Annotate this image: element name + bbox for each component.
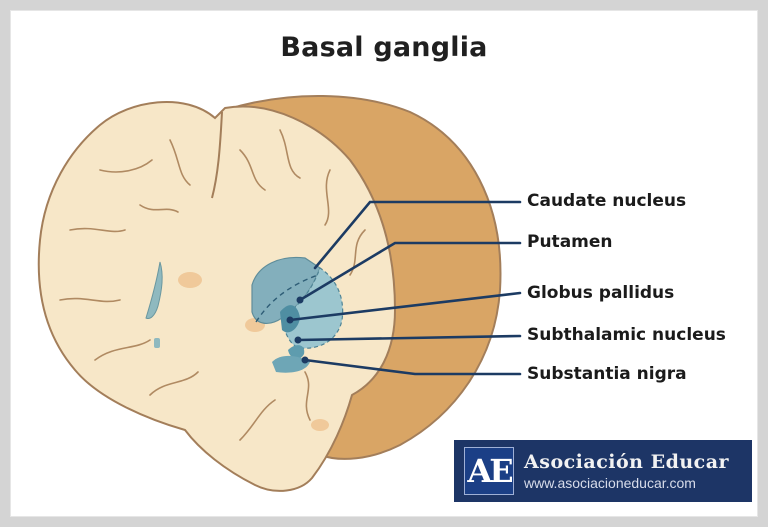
insula-hint (311, 419, 329, 431)
label-globus-pallidus: Globus pallidus (527, 283, 674, 303)
label-caudate-nucleus: Caudate nucleus (527, 191, 686, 211)
logo-text: Asociación Educar www.asociacioneducar.c… (524, 451, 729, 491)
label-subthalamic-nucleus: Subthalamic nucleus (527, 325, 726, 345)
logo-mark: AE (464, 447, 514, 495)
logo-mark-text: AE (467, 452, 510, 490)
label-substantia-nigra: Substantia nigra (527, 364, 687, 384)
logo-name: Asociación Educar (524, 451, 729, 473)
diagram-title: Basal ganglia (0, 32, 768, 63)
third-ventricle (154, 338, 160, 348)
thalamus-hint-left (178, 272, 202, 288)
label-putamen: Putamen (527, 232, 613, 252)
logo-url: www.asociacioneducar.com (524, 475, 729, 491)
asociacion-educar-logo: AE Asociación Educar www.asociacioneduca… (454, 440, 752, 502)
